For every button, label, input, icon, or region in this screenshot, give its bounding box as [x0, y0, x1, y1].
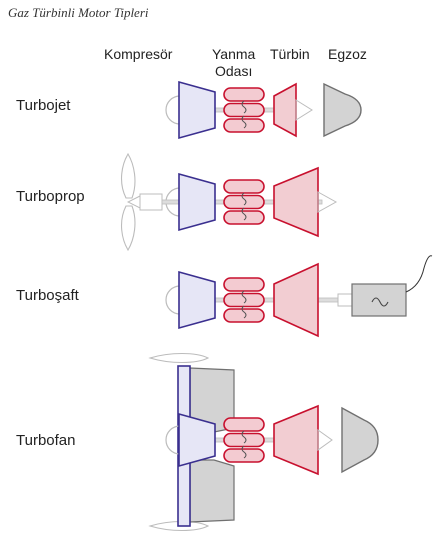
turbofan-tailcone — [317, 429, 333, 451]
turboshaft-turbine — [273, 262, 319, 338]
turboshaft-generator-wave-icon — [371, 297, 389, 307]
row-label-turbojet: Turbojet — [16, 97, 71, 114]
turbojet-compressor — [178, 80, 216, 140]
turbofan-bypass-duct-bottom — [189, 459, 235, 523]
turboshaft-compressor — [178, 270, 216, 330]
turbojet-exhaust-nozzle — [323, 82, 362, 138]
turboprop-gearbox — [139, 193, 163, 211]
turboshaft-inlet-cone — [165, 285, 181, 315]
column-label-combustion-line2: Odası — [214, 63, 253, 79]
turbofan-turbine — [273, 404, 319, 476]
turbofan-inlet-cone — [165, 425, 181, 455]
column-label-exhaust: Egzoz — [328, 46, 367, 62]
turboprop-turbine — [273, 166, 319, 238]
turboprop-tailcone — [317, 191, 338, 213]
turbofan-engine — [148, 353, 379, 531]
turbojet-tailcone — [295, 99, 313, 121]
column-label-turbine: Türbin — [270, 46, 310, 62]
diagram-title: Gaz Türbinli Motor Tipleri — [8, 5, 149, 20]
turbofan-compressor — [178, 412, 216, 468]
turboprop-combustor — [223, 179, 265, 225]
turbofan-nacelle-lip-top — [148, 353, 210, 363]
column-label-compressor: Kompresör — [104, 46, 173, 62]
turboshaft-output-cable — [405, 255, 433, 293]
row-label-turboshaft: Turboşaft — [16, 287, 79, 304]
turboprop-propeller-blade-top — [120, 152, 136, 199]
turboshaft-coupling — [337, 293, 353, 307]
turbojet-inlet-cone — [165, 95, 181, 125]
turbofan-exhaust-nozzle — [341, 406, 379, 474]
turboshaft-engine — [165, 255, 433, 338]
turbojet-turbine — [273, 82, 297, 138]
turbojet-engine — [165, 80, 362, 140]
column-label-combustion-line1: Yanma — [212, 46, 256, 62]
turboshaft-combustor — [223, 277, 265, 323]
turbojet-combustor — [223, 87, 265, 133]
turbofan-combustor — [223, 417, 265, 463]
turboprop-engine — [120, 152, 338, 252]
turboprop-propeller-blade-bottom — [120, 205, 136, 252]
turboprop-compressor — [178, 172, 216, 232]
row-label-turbofan: Turbofan — [16, 432, 76, 449]
column-label-combustion: Yanma Odası — [212, 46, 255, 80]
row-label-turboprop: Turboprop — [16, 188, 85, 205]
